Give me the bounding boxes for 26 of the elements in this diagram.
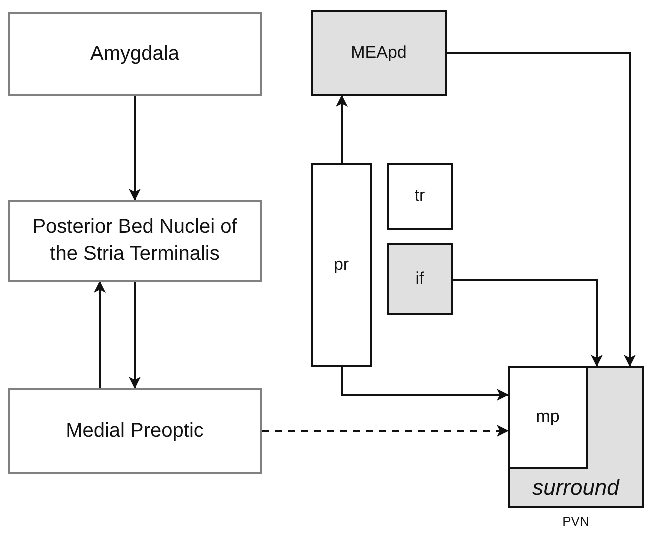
arrow xyxy=(447,52,636,367)
process-box xyxy=(387,243,453,315)
process-box xyxy=(8,200,262,282)
process-box xyxy=(311,163,372,367)
node-label: MEApd xyxy=(350,42,408,64)
process-box xyxy=(508,366,588,469)
process-box xyxy=(8,388,262,474)
arrow xyxy=(94,281,106,388)
process-box xyxy=(8,12,262,96)
node-label: pr xyxy=(332,254,350,276)
process-box xyxy=(387,163,453,230)
node-label: Amygdala xyxy=(90,42,180,66)
node-label: mp xyxy=(535,406,561,428)
arrow xyxy=(341,367,509,401)
node-label: tr xyxy=(414,185,426,208)
arrow xyxy=(262,425,509,437)
node-label: if xyxy=(414,268,426,290)
arrow xyxy=(129,282,141,389)
process-box xyxy=(311,10,447,96)
node-label: surround xyxy=(532,474,621,502)
region-label: PVN xyxy=(562,513,590,531)
arrow xyxy=(453,279,603,367)
node-label: Medial Preoptic xyxy=(65,418,205,444)
arrow xyxy=(129,96,141,201)
node-label: Posterior Bed Nuclei of the Stria Terminalis xyxy=(32,215,238,267)
arrow xyxy=(336,95,348,163)
